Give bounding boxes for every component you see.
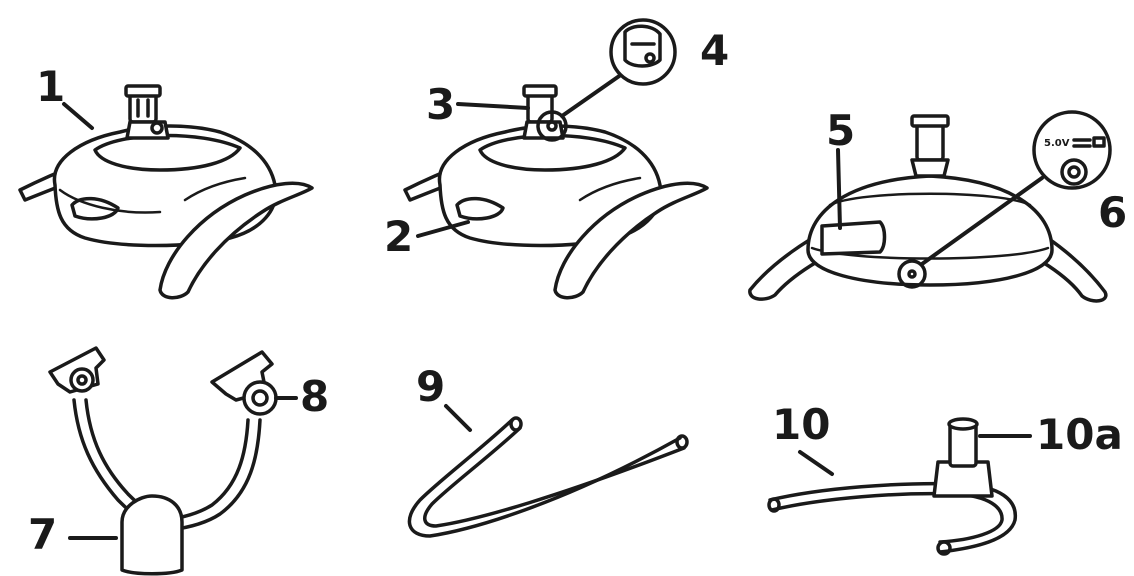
y-arm-assembly bbox=[48, 346, 278, 576]
callout-8: 8 bbox=[300, 372, 330, 421]
callout-3: 3 bbox=[426, 80, 456, 129]
callout-4: 4 bbox=[700, 26, 730, 75]
callout-2: 2 bbox=[384, 212, 414, 261]
callout-6: 6 bbox=[1098, 188, 1128, 237]
leader-line-10 bbox=[798, 450, 834, 476]
base-detail-view bbox=[403, 18, 709, 300]
flexible-tube bbox=[407, 416, 689, 538]
base-assembled-view bbox=[18, 84, 314, 300]
callout-5: 5 bbox=[826, 106, 856, 155]
leader-line-3 bbox=[456, 102, 530, 110]
leader-line-1 bbox=[62, 102, 94, 130]
leader-lines bbox=[62, 102, 1032, 540]
port-voltage-marking: 5.0V bbox=[1044, 138, 1070, 149]
leader-line-2 bbox=[416, 220, 470, 238]
callout-7: 7 bbox=[28, 510, 58, 559]
base-rear-view: 5.0V bbox=[748, 110, 1112, 303]
arm-with-mount bbox=[767, 417, 1018, 556]
leader-line-5 bbox=[836, 148, 842, 230]
callout-10: 10 bbox=[772, 400, 831, 449]
callout-10a: 10a bbox=[1036, 410, 1123, 459]
callout-9: 9 bbox=[416, 362, 446, 411]
leader-line-9 bbox=[444, 404, 472, 432]
callout-1: 1 bbox=[36, 62, 66, 111]
